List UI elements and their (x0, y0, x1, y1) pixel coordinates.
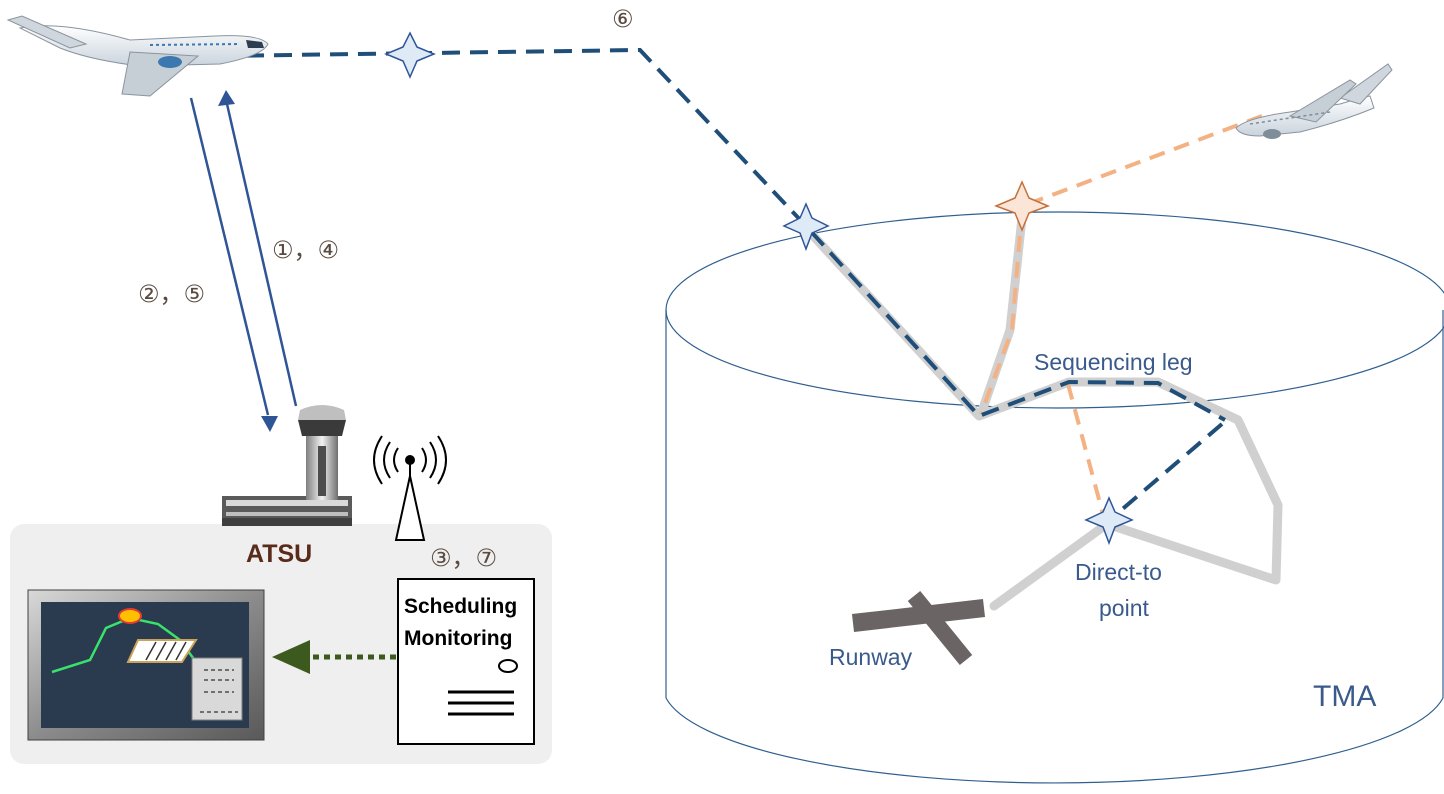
server-icon (397, 578, 535, 745)
direct-to-label: Direct-to (1075, 559, 1162, 585)
downlink-arrow (189, 97, 270, 416)
direct-to-point-label: point (1099, 595, 1149, 621)
waypoint-star-icon (384, 31, 436, 79)
atc-display-icon (27, 589, 265, 741)
other-aircraft-route (979, 114, 1263, 519)
step-label-6: ⑥ (612, 5, 634, 33)
control-tower-icon (222, 405, 352, 526)
tma-label: TMA (1313, 680, 1376, 713)
waypoint-star-icon (993, 180, 1051, 232)
antenna-icon (373, 435, 447, 541)
own-aircraft-route (217, 47, 1226, 520)
uplink-arrow (225, 103, 298, 407)
server-monitoring-label: Monitoring (404, 627, 512, 650)
downlink-arrowhead (261, 416, 278, 432)
step-label-uplink: ①，④ (272, 236, 339, 264)
waypoint-star-icon (1084, 496, 1134, 546)
runway-icon (851, 590, 986, 666)
waypoint-star-icon (782, 202, 830, 252)
step-label-downlink: ②，⑤ (138, 280, 205, 308)
runway-label: Runway (829, 644, 913, 670)
atsu-label: ATSU (246, 540, 312, 568)
step-label-server: ③，⑦ (430, 544, 497, 572)
sequencing-leg-label: Sequencing leg (1034, 349, 1193, 375)
datalink-arrows (189, 90, 298, 432)
uplink-arrowhead (218, 90, 235, 106)
server-scheduling-label: Scheduling (404, 595, 517, 618)
aircraft-icon (1235, 63, 1393, 139)
tma-cylinder (665, 211, 1444, 784)
aircraft-icon (6, 15, 269, 97)
schedule-to-display-arrow (272, 640, 396, 674)
